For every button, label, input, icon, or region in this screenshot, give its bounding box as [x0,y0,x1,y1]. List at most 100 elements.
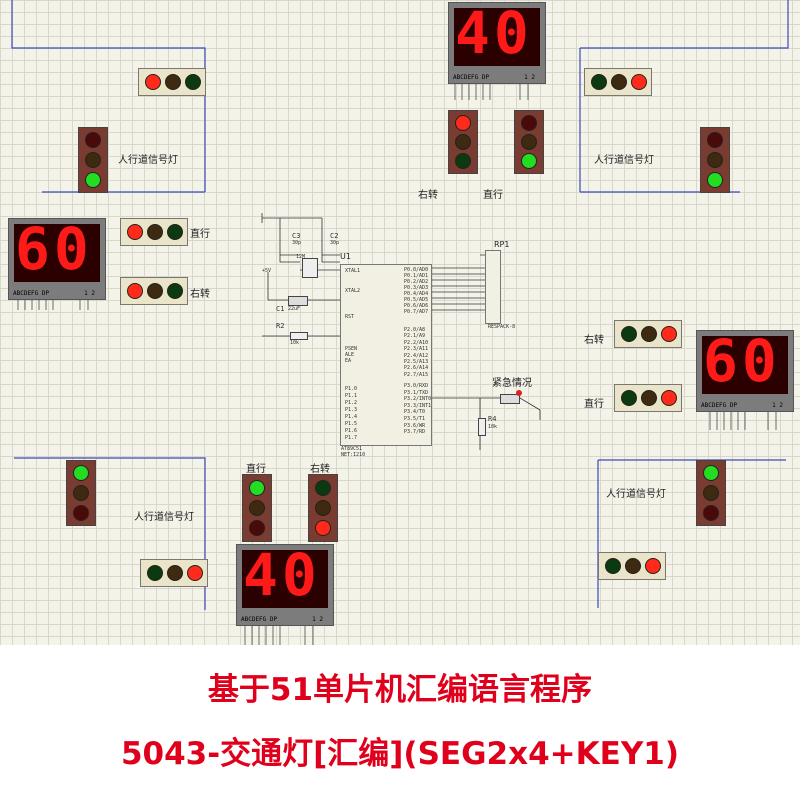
traffic-light-top-straight [514,110,544,174]
display-left-value: 60 [15,215,93,283]
chip-part: AT89C51 [341,446,363,452]
chip-pin-label: P3.4/T0 [404,409,426,416]
turn-right-label: 右转 [418,190,438,201]
r4-label: R4 [488,415,497,423]
red-lamp-on [315,520,331,536]
red-lamp-on [145,74,161,90]
chip-pin-label: P0.3/AD3 [404,285,429,291]
chip-pin-label: P0.0/AD0 [404,267,429,273]
red-lamp-off [85,132,101,148]
resistor-r2 [290,332,308,340]
chip-ref: U1 [340,252,351,261]
red-lamp-on [631,74,647,90]
green-lamp-off [455,153,471,169]
chip-pin-label: P0.6/AD6 [404,303,429,309]
amber-lamp-off [167,565,183,581]
traffic-light-horizontal [138,68,206,96]
chip-pin-label: P1.7 [345,435,358,441]
caption-line-1: 基于51单片机汇编语言程序 [207,672,593,708]
traffic-light-horizontal [598,552,666,580]
c3-value: 30p [292,240,302,246]
chip-pin-label: XTAL2 [345,288,361,294]
chip-pin-label: P3.5/T1 [404,416,426,422]
display-pin-label: ABCDEFG DP [701,402,738,409]
rp1-value: RESPACK-8 [488,324,516,330]
r2-value: 10k [290,340,300,346]
green-lamp-on [249,480,265,496]
turn-right-label: 右转 [584,335,604,346]
green-lamp-off [185,74,201,90]
chip-pin-label: P3.7/RD [404,429,426,436]
chip-pin-label: P2.0/A8 [404,327,426,333]
chip-pin-label: P0.5/AD5 [404,297,429,303]
chip-pin-label: P1.1 [345,393,358,399]
chip-pin-label: P0.1/AD1 [404,273,429,279]
chip-pin-label: P0.4/AD4 [404,291,429,297]
pedestrian-label: 人行道信号灯 [134,512,194,523]
amber-lamp-off [641,390,657,406]
amber-lamp-off [73,485,89,501]
chip-pin-label: P0.2/AD2 [404,279,429,285]
green-lamp-off [621,390,637,406]
display-bottom-value: 40 [243,541,321,609]
r2-label: R2 [276,322,285,330]
red-lamp-on [661,326,677,342]
caption-line-2: 5043-交通灯[汇编](SEG2x4+KEY1) [120,736,680,772]
red-lamp-on [455,115,471,131]
reset-button[interactable] [288,296,308,306]
amber-lamp-off [455,134,471,150]
chip-pin-label: P2.1/A9 [404,333,426,340]
chip-pin-label: P1.0 [345,386,358,392]
amber-lamp-off [249,500,265,516]
green-lamp-off [167,283,183,299]
amber-lamp-off [147,224,163,240]
amber-lamp-off [611,74,627,90]
green-lamp-on [707,172,723,188]
microcontroller-at89c51 [340,264,432,446]
chip-pin-label: P2.3/A11 [404,346,429,353]
straight-label: 直行 [246,464,266,475]
straight-label: 直行 [483,190,503,201]
vcc-label: +5V [262,268,272,274]
red-lamp-on [645,558,661,574]
display-pin-label: 1 2 [84,290,95,297]
display-pin-label: ABCDEFG DP [453,74,490,81]
display-pin-label: ABCDEFG DP [241,616,278,623]
chip-pin-label: P0.7/AD7 [404,309,429,315]
r4-value: 10k [488,424,498,430]
pedestrian-light-bottom-left [66,460,96,526]
amber-lamp-off [707,152,723,168]
green-lamp-off [621,326,637,342]
wiring-overlay [11,0,789,645]
chip-net: NET:I210 [341,452,366,458]
chip-pin-label: P1.2 [345,400,358,406]
display-pin-label: 1 2 [312,616,323,623]
chip-pin-label: P2.6/A14 [404,365,429,372]
traffic-light-top-right-turn [448,110,478,174]
display-top-value: 40 [455,0,533,67]
crystal-value: 12M [296,254,306,260]
green-lamp-off [315,480,331,496]
red-lamp-on [127,283,143,299]
chip-pin-label: P1.5 [345,421,358,427]
red-lamp-off [521,115,537,131]
traffic-light-bottom-turn [308,474,338,542]
pedestrian-light-top-left [78,127,108,193]
green-lamp-on [85,172,101,188]
chip-pin-label: XTAL1 [345,268,361,274]
red-lamp-on [187,565,203,581]
traffic-light-right-turn [614,320,682,348]
emergency-key-button[interactable] [500,394,520,404]
traffic-light-horizontal [584,68,652,96]
chip-pin-label: P1.6 [345,428,358,434]
green-lamp-off [167,224,183,240]
red-lamp-off [249,520,265,536]
amber-lamp-off [625,558,641,574]
c1-label: C1 [276,305,285,313]
traffic-light-right-straight [614,384,682,412]
chip-pin-label: P3.2/INT0 [404,396,432,403]
green-lamp-off [605,558,621,574]
chip-pin-label: EA [345,358,352,364]
schematic-canvas: 40 ABCDEFG DP 1 2 60 ABCDEFG DP 1 2 60 A… [0,0,800,645]
display-pin-label: 1 2 [524,74,535,81]
